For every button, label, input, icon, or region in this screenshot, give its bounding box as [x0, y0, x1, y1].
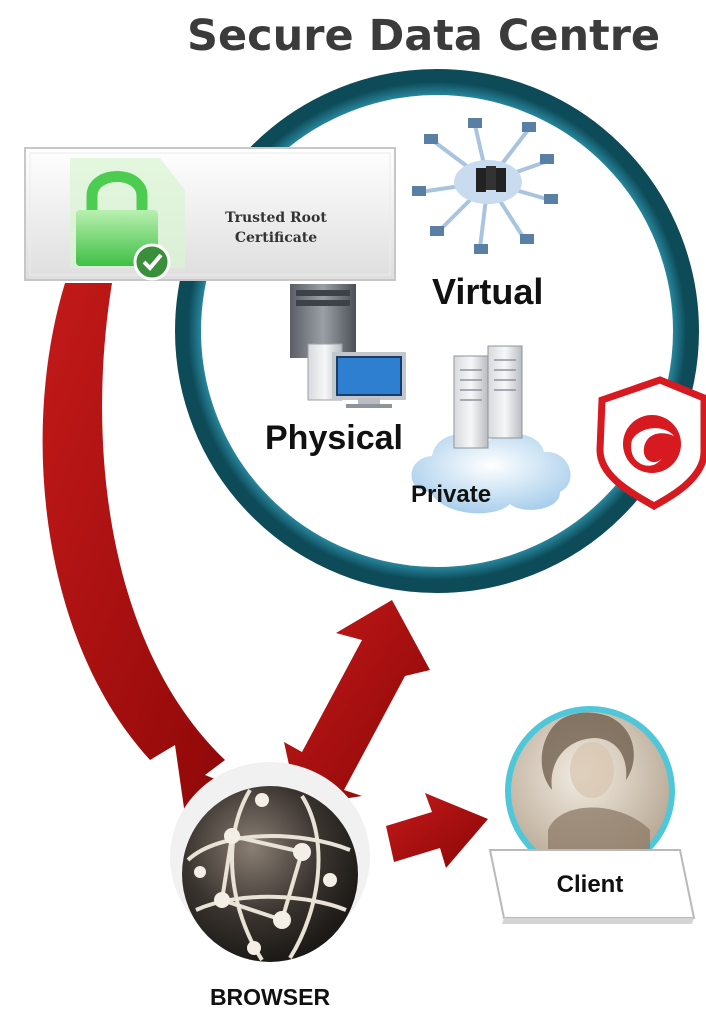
- client-label-box: [488, 849, 696, 924]
- private-label: Private: [411, 481, 491, 508]
- virtual-label: Virtual: [432, 271, 543, 312]
- user-avatar: [501, 702, 679, 880]
- diagram-title: Secure Data Centre: [187, 11, 660, 61]
- certificate-label-line1: Trusted Root: [225, 210, 327, 226]
- certificate-label-line2: Certificate: [235, 230, 317, 246]
- physical-label: Physical: [265, 419, 403, 457]
- network-hub-icon: [412, 118, 558, 254]
- certificate-to-browser-arrow: [42, 283, 255, 815]
- security-shield-logo-icon: [596, 376, 706, 511]
- cloud-server-icon: [411, 345, 571, 514]
- data-centre-ring: [175, 69, 699, 593]
- browser-to-client-arrow: [386, 793, 488, 868]
- server-computer-icon: [290, 284, 406, 408]
- browser-datacentre-double-arrow: [284, 600, 430, 806]
- network-globe-icon: [170, 762, 370, 962]
- padlock-with-checkmark-icon: [76, 171, 171, 281]
- trusted-root-certificate: Trusted Root Certificate: [24, 147, 396, 281]
- client-label: Client: [557, 871, 624, 898]
- browser-label: BROWSER: [210, 984, 331, 1010]
